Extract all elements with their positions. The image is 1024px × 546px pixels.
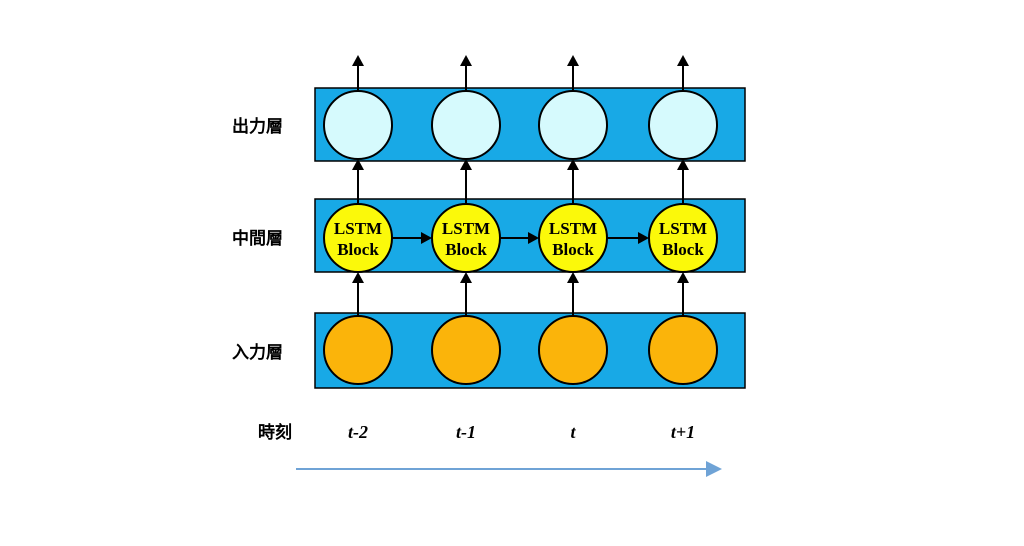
nodes: LSTM Block LSTM Block LSTM Block LSTM Block — [323, 90, 718, 385]
input-to-middle-arrow-2-head — [567, 272, 579, 283]
output-node — [648, 90, 718, 160]
output-arrow-1-head — [460, 55, 472, 66]
time-step-label: t-2 — [348, 422, 368, 442]
middle-to-output-arrow-1-head — [460, 159, 472, 170]
input-to-middle-arrow-0-head — [352, 272, 364, 283]
lstm-block-node — [431, 203, 501, 273]
input-node — [538, 315, 608, 385]
lstm-block-node — [323, 203, 393, 273]
input-node — [648, 315, 718, 385]
input-node — [431, 315, 501, 385]
lstm-block-label-line1: LSTM — [442, 219, 490, 238]
connection-arrows — [352, 55, 689, 316]
lstm-block-label-line2: Block — [662, 240, 704, 259]
lstm-block-label-line1: LSTM — [334, 219, 382, 238]
time-direction-arrowhead — [706, 461, 722, 477]
input-to-middle-arrow-1-head — [460, 272, 472, 283]
input-to-middle-arrow-3-head — [677, 272, 689, 283]
middle-layer-label: 中間層 — [232, 228, 283, 249]
middle-to-output-arrow-0-head — [352, 159, 364, 170]
middle-to-output-arrow-2-head — [567, 159, 579, 170]
time-step-label: t+1 — [671, 422, 695, 442]
output-node — [538, 90, 608, 160]
lstm-block-label-line2: Block — [552, 240, 594, 259]
output-node — [323, 90, 393, 160]
recurrent-arrow-0-head — [421, 232, 432, 244]
recurrent-arrow-2-head — [638, 232, 649, 244]
time-step-labels: t-2 t-1 t t+1 — [348, 422, 695, 442]
time-step-label: t — [570, 422, 576, 442]
lstm-block-label-line2: Block — [337, 240, 379, 259]
output-arrow-2-head — [567, 55, 579, 66]
lstm-block-label-line1: LSTM — [659, 219, 707, 238]
lstm-block-node — [538, 203, 608, 273]
output-arrow-0-head — [352, 55, 364, 66]
lstm-block-node — [648, 203, 718, 273]
time-axis-label: 時刻 — [258, 422, 292, 443]
output-layer-label: 出力層 — [232, 116, 283, 137]
input-node — [323, 315, 393, 385]
middle-to-output-arrow-3-head — [677, 159, 689, 170]
lstm-block-label-line2: Block — [445, 240, 487, 259]
input-layer-label: 入力層 — [232, 342, 283, 363]
lstm-block-label-line1: LSTM — [549, 219, 597, 238]
output-node — [431, 90, 501, 160]
output-arrow-3-head — [677, 55, 689, 66]
time-step-label: t-1 — [456, 422, 476, 442]
recurrent-arrow-1-head — [528, 232, 539, 244]
